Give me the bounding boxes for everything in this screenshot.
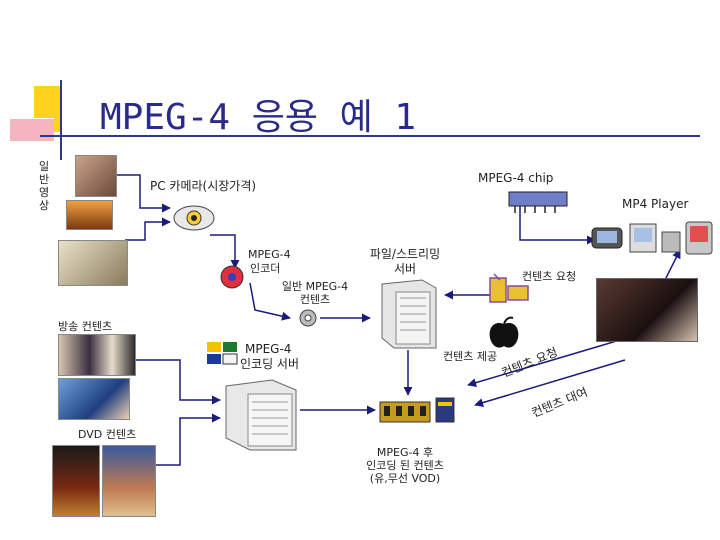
streaming-server-icon <box>372 278 442 350</box>
dvd-cover-anastasia <box>102 445 156 517</box>
encoder-disc-icon <box>218 264 248 290</box>
pc-camera-label: PC 카메라(시장가격) <box>150 180 256 193</box>
mp4-player-label: MP4 Player <box>622 198 688 211</box>
broadcast-label: 방송 컨텐츠 <box>58 320 112 333</box>
mpeg4-chip-label: MPEG-4 chip <box>478 172 553 185</box>
general-content-label-line1: 일반 MPEG-4 <box>270 280 360 293</box>
apple-icon <box>486 316 522 350</box>
content-reel-icon <box>296 308 320 328</box>
dvd-label: DVD 컨텐츠 <box>78 428 136 441</box>
chip-icon <box>505 188 571 214</box>
encoding-server-label-line2: 인코딩 서버 <box>240 358 299 371</box>
pc-camera-icon <box>170 200 218 234</box>
encoder-label-line2: 인코더 <box>250 262 280 275</box>
broadcast-photo-people <box>58 334 136 376</box>
encoded-content-label-line2: 인코딩 된 컨텐츠 <box>350 459 460 472</box>
server-label-line1: 파일/스트리밍 <box>355 248 455 261</box>
source-photo-woman <box>75 155 117 197</box>
arrow-dog-to-camera <box>125 222 170 240</box>
person-photo <box>596 278 698 342</box>
encoded-content-label-line1: MPEG-4 후 <box>350 446 460 459</box>
arrow-dvd-to-encserver <box>155 418 220 465</box>
player-devices <box>590 218 716 258</box>
content-provide-label: 컨텐츠 제공 <box>443 350 497 363</box>
encoder-label-line1: MPEG-4 <box>248 248 291 261</box>
encoding-server-icon <box>220 372 300 452</box>
source-photo-sunset <box>66 200 113 230</box>
encoding-puzzle-icon <box>205 340 241 366</box>
server-label-line2: 서버 <box>355 263 455 276</box>
encoded-film-icon <box>378 396 458 426</box>
arrow-broadcast-to-encserver <box>125 360 220 400</box>
broadcast-photo-kids <box>58 378 130 420</box>
encoding-server-label-line1: MPEG-4 <box>245 343 291 356</box>
general-video-label: 일반영상 <box>38 160 50 212</box>
content-request-label-1: 컨텐츠 요청 <box>522 270 576 283</box>
encoded-content-label-line3: (유,무선 VOD) <box>350 472 460 485</box>
general-content-label-line2: 컨텐츠 <box>270 293 360 306</box>
source-photo-dogs <box>58 240 128 286</box>
dvd-cover-starwars <box>52 445 100 517</box>
mobile-player-icons <box>590 218 716 258</box>
